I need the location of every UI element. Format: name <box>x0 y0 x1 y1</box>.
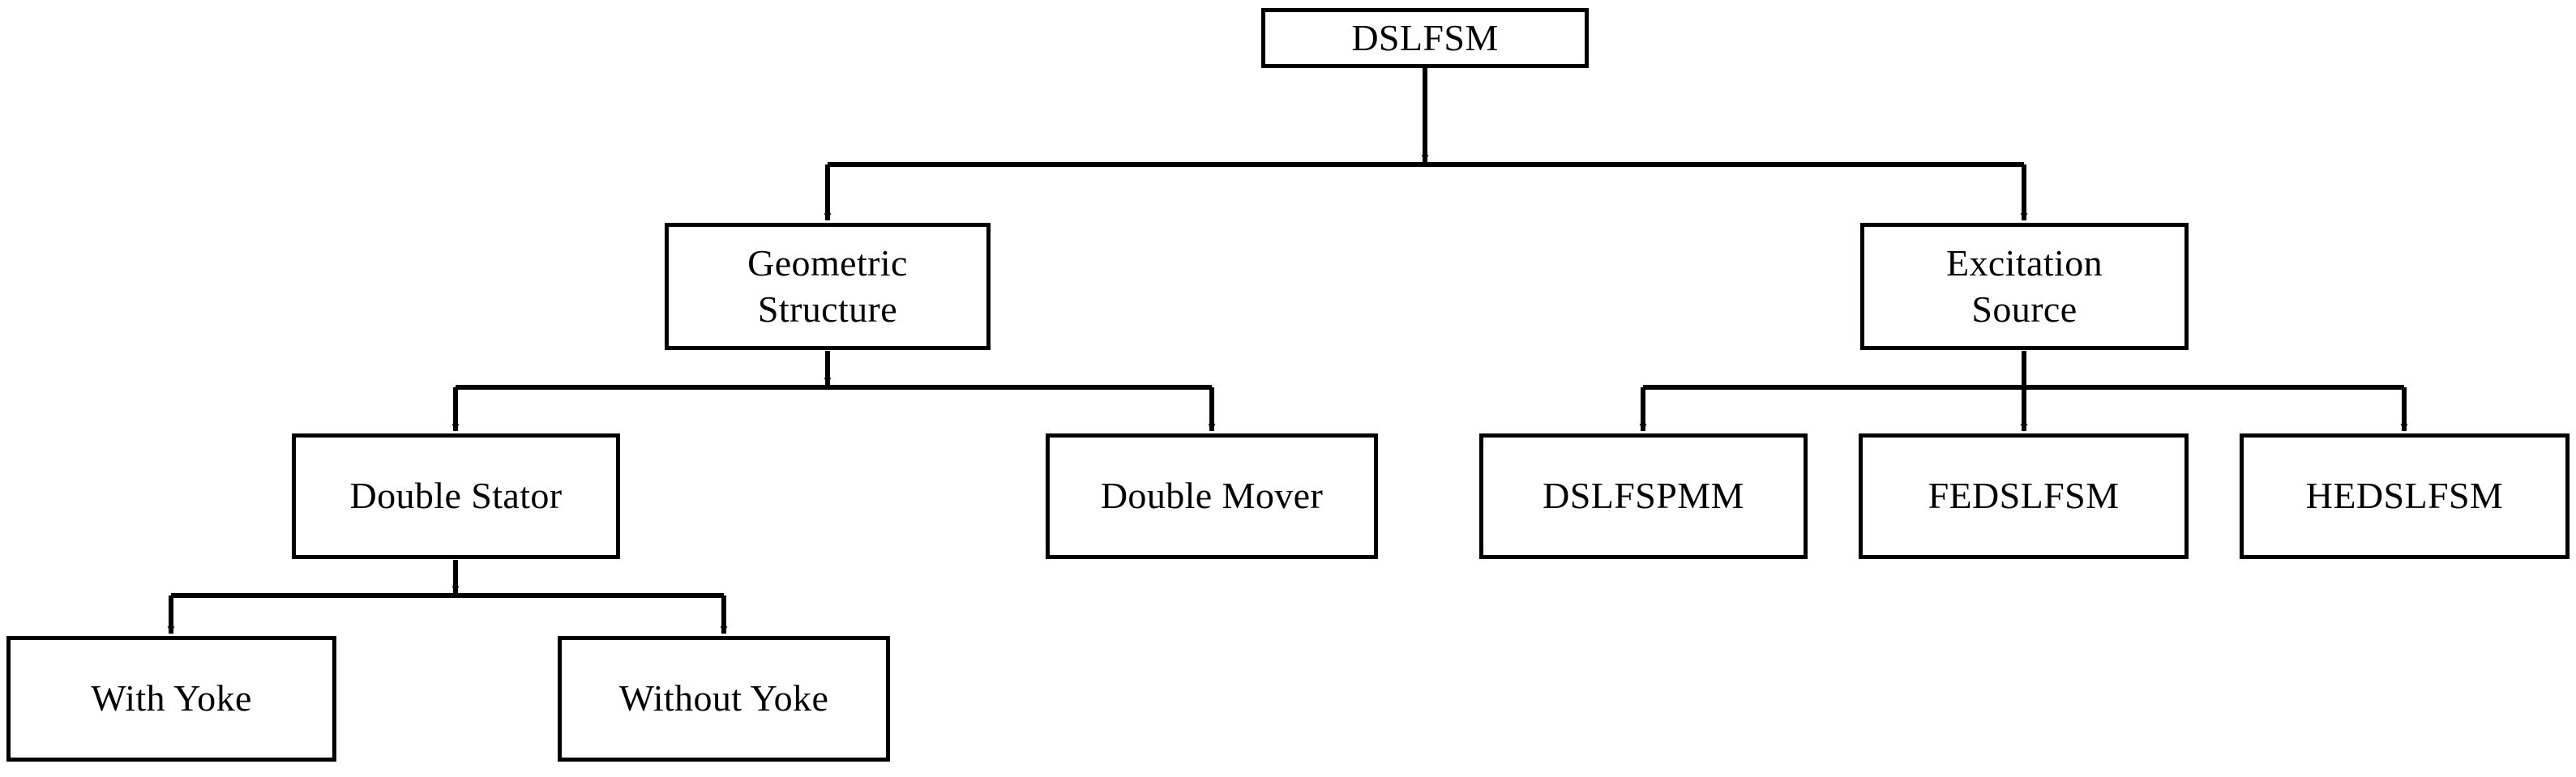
node-dslfspmm-label: DSLFSPMM <box>1543 475 1744 517</box>
node-fedslfsm-label: FEDSLFSM <box>1928 475 2120 517</box>
node-geometric-structure[interactable]: Geometric Structure <box>665 223 991 350</box>
node-excitation-source[interactable]: Excitation Source <box>1860 223 2189 350</box>
node-excitation-source-label: Excitation Source <box>1945 242 2103 330</box>
node-without-yoke[interactable]: Without Yoke <box>558 636 890 762</box>
node-fedslfsm[interactable]: FEDSLFSM <box>1859 433 2189 559</box>
node-double-stator-label: Double Stator <box>349 475 563 517</box>
node-without-yoke-label: Without Yoke <box>618 677 829 719</box>
node-dslfsm-label: DSLFSM <box>1351 16 1499 58</box>
node-with-yoke-label: With Yoke <box>91 677 252 719</box>
node-hedslfsm[interactable]: HEDSLFSM <box>2240 433 2570 559</box>
node-dslfspmm[interactable]: DSLFSPMM <box>1479 433 1808 559</box>
node-geometric-structure-label: Geometric Structure <box>747 242 908 330</box>
node-dslfsm[interactable]: DSLFSM <box>1261 8 1589 68</box>
node-double-mover[interactable]: Double Mover <box>1046 433 1378 559</box>
node-hedslfsm-label: HEDSLFSM <box>2305 475 2504 517</box>
node-double-stator[interactable]: Double Stator <box>292 433 620 559</box>
node-double-mover-label: Double Mover <box>1100 475 1324 517</box>
node-with-yoke[interactable]: With Yoke <box>6 636 336 762</box>
